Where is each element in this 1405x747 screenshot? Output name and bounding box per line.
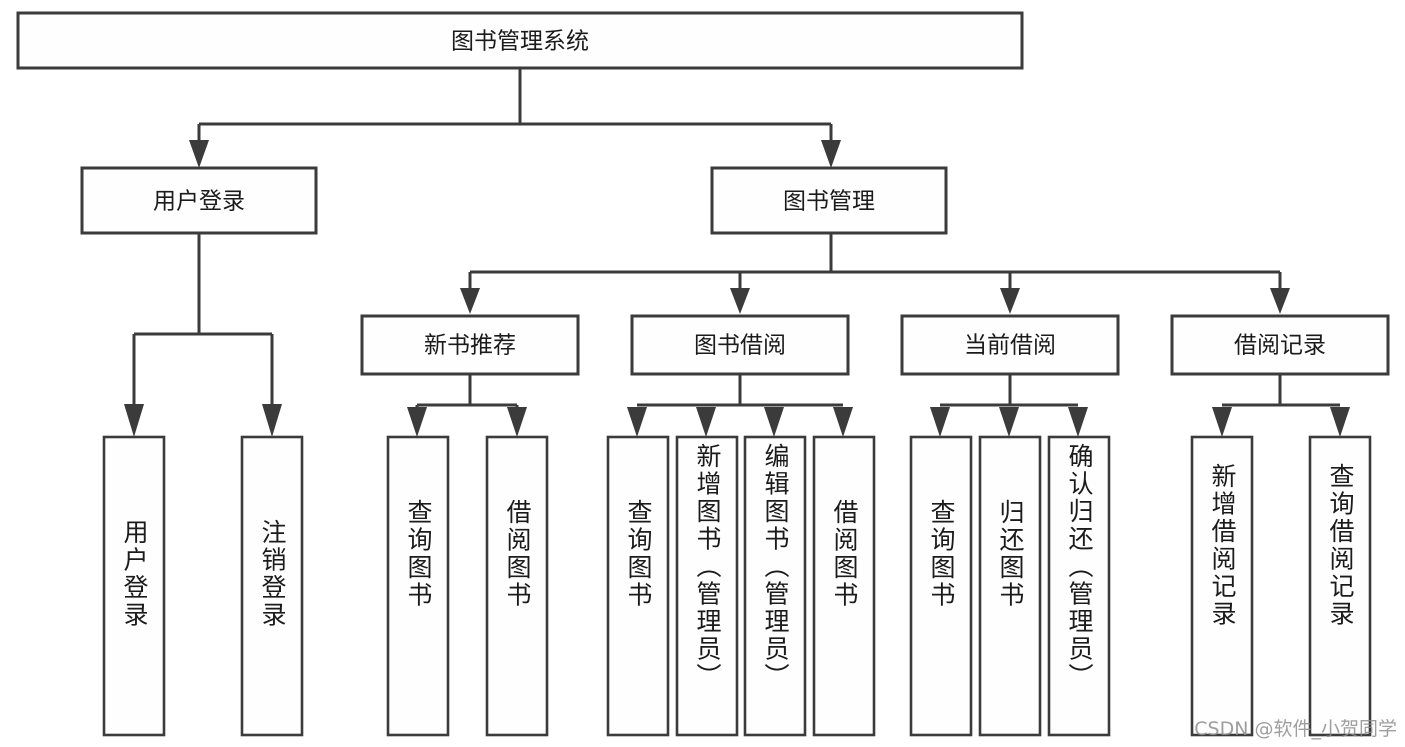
connector-group-user-login-leaves xyxy=(124,233,282,437)
arrow-head-user-login xyxy=(189,140,209,168)
leaf-box-book-borrow-0[interactable] xyxy=(606,435,670,737)
arrow-head-leaf-r1 xyxy=(1212,407,1232,437)
arrow-head-new-book xyxy=(460,288,480,314)
arrow-head-leaf-r2 xyxy=(1330,407,1350,437)
arrow-head-leaf-n2 xyxy=(507,407,527,437)
leaf-box-borrow-record-0[interactable] xyxy=(1190,435,1254,737)
node-book-manage-label: 图书管理 xyxy=(783,189,875,215)
leaf-box-book-borrow-2[interactable] xyxy=(743,435,807,737)
arrow-head-book-borrow xyxy=(730,288,750,314)
arrow-head-leaf-b1 xyxy=(627,407,647,437)
arrow-head-leaf-u2 xyxy=(262,404,282,437)
leaf-box-book-borrow-1[interactable] xyxy=(675,435,739,737)
leaf-box-borrow-record-1[interactable] xyxy=(1308,435,1372,737)
node-book-manage-box[interactable] xyxy=(710,166,948,235)
leaf-box-new-book-0[interactable] xyxy=(386,435,450,737)
connector-group-book-manage-to-level3 xyxy=(460,233,1290,314)
arrow-head-leaf-b3 xyxy=(764,407,784,437)
node-book-borrow-label: 图书借阅 xyxy=(694,333,786,359)
node-current-borrow-box[interactable] xyxy=(900,314,1120,376)
arrow-head-leaf-b2 xyxy=(696,407,716,437)
arrow-head-leaf-c3 xyxy=(1068,407,1088,437)
arrow-head-leaf-n1 xyxy=(407,407,427,437)
arrow-head-current-borrow xyxy=(1000,288,1020,314)
arrow-head-leaf-c1 xyxy=(930,407,950,437)
connector-group-new-book-leaves xyxy=(407,374,527,437)
leaf-box-book-borrow-3[interactable] xyxy=(812,435,876,737)
connector-group-current-borrow-leaves xyxy=(930,374,1088,437)
leaf-box-user-login-0[interactable] xyxy=(102,435,166,737)
arrow-head-leaf-c2 xyxy=(999,407,1019,437)
leaf-box-user-login-1[interactable] xyxy=(240,435,304,737)
node-borrow-record-box[interactable] xyxy=(1170,314,1390,376)
node-root-box[interactable] xyxy=(16,11,1024,70)
node-new-book-box[interactable] xyxy=(360,314,580,376)
connector-group-borrow-record-leaves xyxy=(1212,374,1350,437)
leaf-box-new-book-1[interactable] xyxy=(485,435,549,737)
arrow-head-leaf-u1 xyxy=(124,404,144,437)
connector-group-root-to-level2 xyxy=(189,68,841,168)
arrow-head-book-manage xyxy=(821,140,841,168)
node-book-borrow-box[interactable] xyxy=(630,314,850,376)
node-root-label: 图书管理系统 xyxy=(451,29,589,55)
arrow-head-borrow-record xyxy=(1270,288,1290,314)
arrow-head-leaf-b4 xyxy=(833,407,853,437)
leaf-box-current-borrow-0[interactable] xyxy=(909,435,973,737)
node-new-book-label: 新书推荐 xyxy=(424,333,516,359)
node-user-login-box[interactable] xyxy=(80,166,318,235)
node-current-borrow-label: 当前借阅 xyxy=(964,333,1056,359)
leaf-box-current-borrow-1[interactable] xyxy=(978,435,1042,737)
leaf-box-current-borrow-2[interactable] xyxy=(1047,435,1111,737)
csdn-watermark: CSDN @软件_小贺同学 xyxy=(1194,718,1397,740)
connector-group-book-borrow-leaves xyxy=(627,374,853,437)
node-borrow-record-label: 借阅记录 xyxy=(1234,333,1326,359)
node-user-login-label: 用户登录 xyxy=(153,189,245,215)
